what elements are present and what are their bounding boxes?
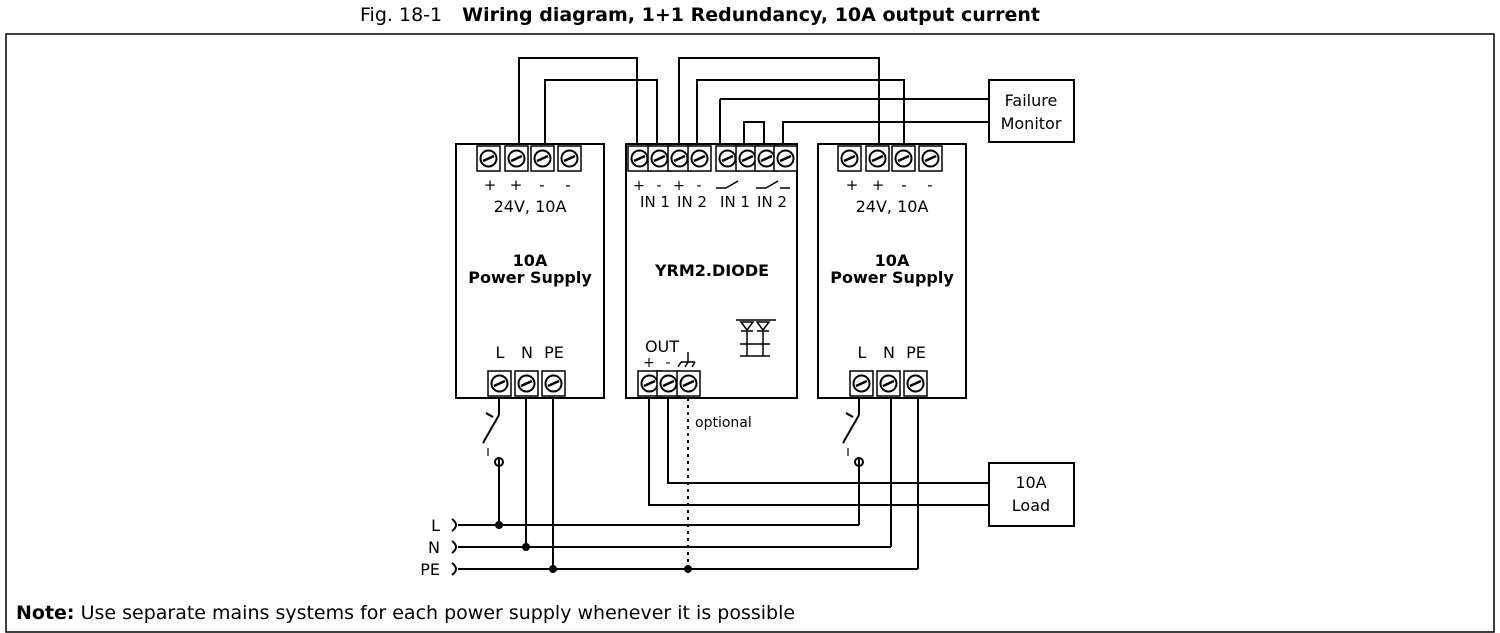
input-label-n: N <box>521 343 533 362</box>
input-label-pe: PE <box>544 343 564 362</box>
switch-right <box>842 412 864 467</box>
output-polarity-minus: - <box>665 355 670 371</box>
polarity-label: - <box>656 178 661 194</box>
input-label-in1: IN 1 <box>640 193 670 211</box>
mains-terminals <box>451 518 457 576</box>
figure-caption: Fig. 18-1 Wiring diagram, 1+1 Redundancy… <box>0 4 1400 26</box>
polarity-label: + <box>633 178 645 194</box>
diode-icon <box>736 319 776 357</box>
mains-label-l: L <box>431 516 440 535</box>
power-supply-right: + + - - 24V, 10A 10A Power Supply L N PE <box>817 143 967 399</box>
polarity-label: - <box>696 178 701 194</box>
relay-label-in1: IN 1 <box>720 193 750 211</box>
psu-name-line2: Power Supply <box>468 268 592 287</box>
polarity-label: - <box>565 176 570 194</box>
input-terminal-block <box>848 369 929 398</box>
optional-label: optional <box>695 415 752 431</box>
ground-icon <box>677 352 696 368</box>
polarity-label: + <box>673 178 685 194</box>
load-line1: 10A <box>1015 473 1046 492</box>
input-terminal-block <box>486 369 567 398</box>
polarity-label: + <box>510 176 523 194</box>
input-terminal-block <box>626 144 713 173</box>
diagram-frame <box>5 33 1495 633</box>
output-rating: 24V, 10A <box>494 197 567 216</box>
output-label: OUT <box>645 337 679 356</box>
polarity-label: + <box>484 176 497 194</box>
power-supply-left: + + - - 24V, 10A 10A Power Supply L N PE <box>455 143 605 399</box>
redundancy-module: + - + - IN 1 IN 2 IN 1 IN 2 YRM2.DIODE O… <box>625 143 799 399</box>
figure-number: Fig. 18-1 <box>360 4 443 26</box>
wires <box>458 57 989 570</box>
output-terminal-block <box>636 369 702 398</box>
input-label-n: N <box>883 343 895 362</box>
input-label-pe: PE <box>906 343 926 362</box>
footnote: Note: Use separate mains systems for eac… <box>16 602 795 624</box>
failure-monitor-line2: Monitor <box>1001 114 1062 133</box>
polarity-label: - <box>927 176 932 194</box>
input-label-l: L <box>858 343 867 362</box>
failure-monitor-box: Failure Monitor <box>988 79 1075 143</box>
psu-name-line1: 10A <box>875 251 910 270</box>
polarity-label: - <box>901 176 906 194</box>
output-rating: 24V, 10A <box>856 197 929 216</box>
polarity-label: - <box>539 176 544 194</box>
module-name: YRM2.DIODE <box>654 261 769 280</box>
load-box: 10A Load <box>988 462 1075 527</box>
switch-left <box>482 412 504 467</box>
psu-name-line2: Power Supply <box>830 268 954 287</box>
polarity-label: + <box>846 176 859 194</box>
junction-dots <box>495 521 692 573</box>
input-label-in2: IN 2 <box>677 193 707 211</box>
relay-terminal-block <box>714 144 799 173</box>
polarity-label: + <box>872 176 885 194</box>
mains-label-n: N <box>428 538 440 557</box>
psu-name-line1: 10A <box>513 251 548 270</box>
output-polarity-plus: + <box>643 355 655 371</box>
relay-contact-symbols <box>716 180 790 189</box>
input-label-l: L <box>496 343 505 362</box>
relay-label-in2: IN 2 <box>757 193 787 211</box>
note-label: Note: <box>16 602 75 624</box>
load-line2: Load <box>1012 496 1050 515</box>
mains-label-pe: PE <box>420 560 440 579</box>
note-text: Use separate mains systems for each powe… <box>74 602 796 624</box>
figure-title: Wiring diagram, 1+1 Redundancy, 10A outp… <box>462 4 1040 26</box>
failure-monitor-line1: Failure <box>1005 91 1058 110</box>
